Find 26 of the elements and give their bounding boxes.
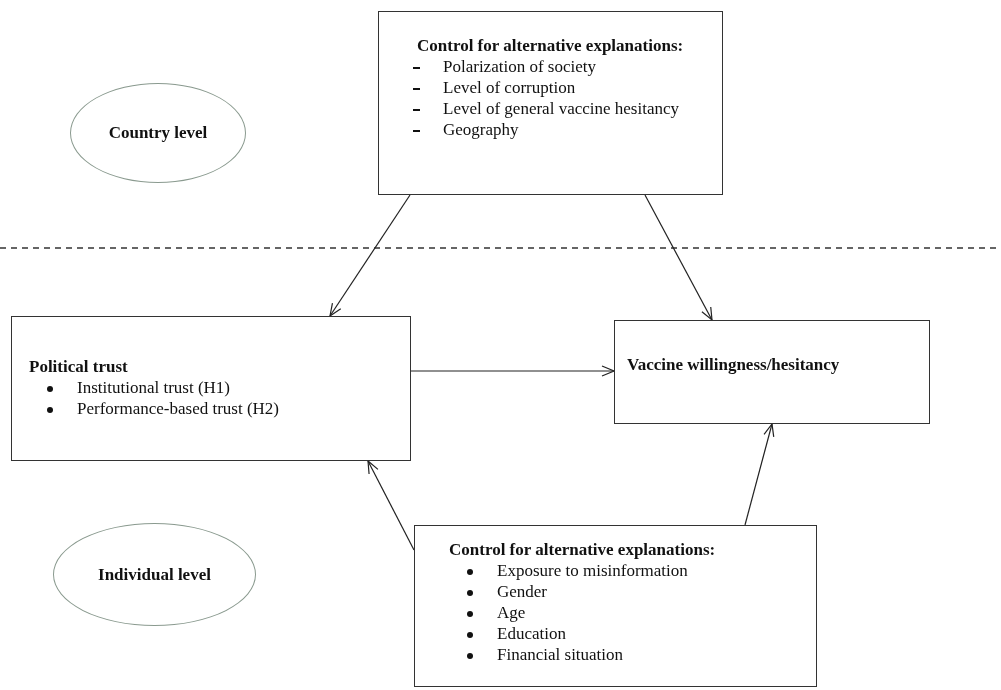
list-item: Geography [443,119,519,140]
node-heading: Control for alternative explanations: [449,540,716,560]
process-box [614,320,930,424]
arrow [367,460,415,551]
arrow [644,194,713,321]
list-item: Institutional trust (H1) [77,377,230,398]
node-heading: Political trust [29,357,128,377]
arrow [329,194,411,317]
arrow [410,365,615,377]
list-item: Performance-based trust (H2) [77,398,280,419]
node-heading: Country level [108,123,208,143]
process-box [378,11,723,195]
list-item: Level of corruption [443,77,576,98]
list-item: Gender [497,581,548,602]
arrow [744,423,775,526]
process-box [414,525,817,687]
node-heading: Individual level [98,564,211,585]
node-heading: Control for alternative explanations: [417,36,684,56]
list-item: Level of general vaccine hesitancy [443,98,679,119]
process-box [11,316,411,461]
node-heading: Vaccine willingness/hesitancy [627,355,840,375]
list-item: Financial situation [497,644,624,665]
list-item: Exposure to misinformation [497,560,688,581]
list-item: Education [497,623,566,644]
list-item: Age [497,602,526,623]
list-item: Polarization of society [443,56,596,77]
